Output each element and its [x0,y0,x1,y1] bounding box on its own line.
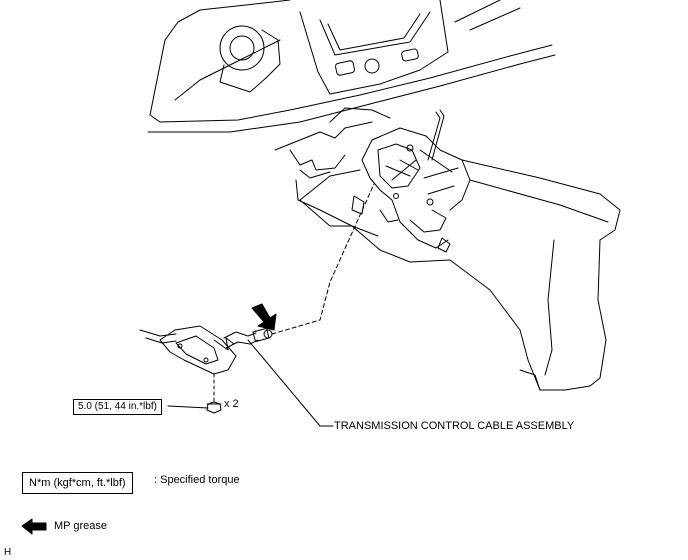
part-name-label: TRANSMISSION CONTROL CABLE ASSEMBLY [334,420,575,432]
nut-drawing [206,401,222,414]
torque-spec-box: 5.0 (51, 44 in.*lbf) [73,399,162,415]
shift-lever-assembly-drawing [351,109,471,253]
cable-callout-leader [247,339,334,427]
grease-legend-label: MP grease [54,520,107,532]
grease-legend-arrow [21,518,47,535]
instrument-panel-drawing [147,0,556,133]
fastener-quantity-label: x 2 [224,398,239,410]
lower-dash-drawing [274,107,391,237]
illustration-code: H [4,547,12,558]
torque-leader-line [167,405,209,409]
grease-indicator-arrow [251,303,277,331]
transmission-cable-drawing [139,183,375,406]
torque-units-description: : Specified torque [154,474,240,486]
center-console-drawing [299,159,621,391]
torque-units-box: N*m (kgf*cm, ft.*lbf) [22,472,133,494]
